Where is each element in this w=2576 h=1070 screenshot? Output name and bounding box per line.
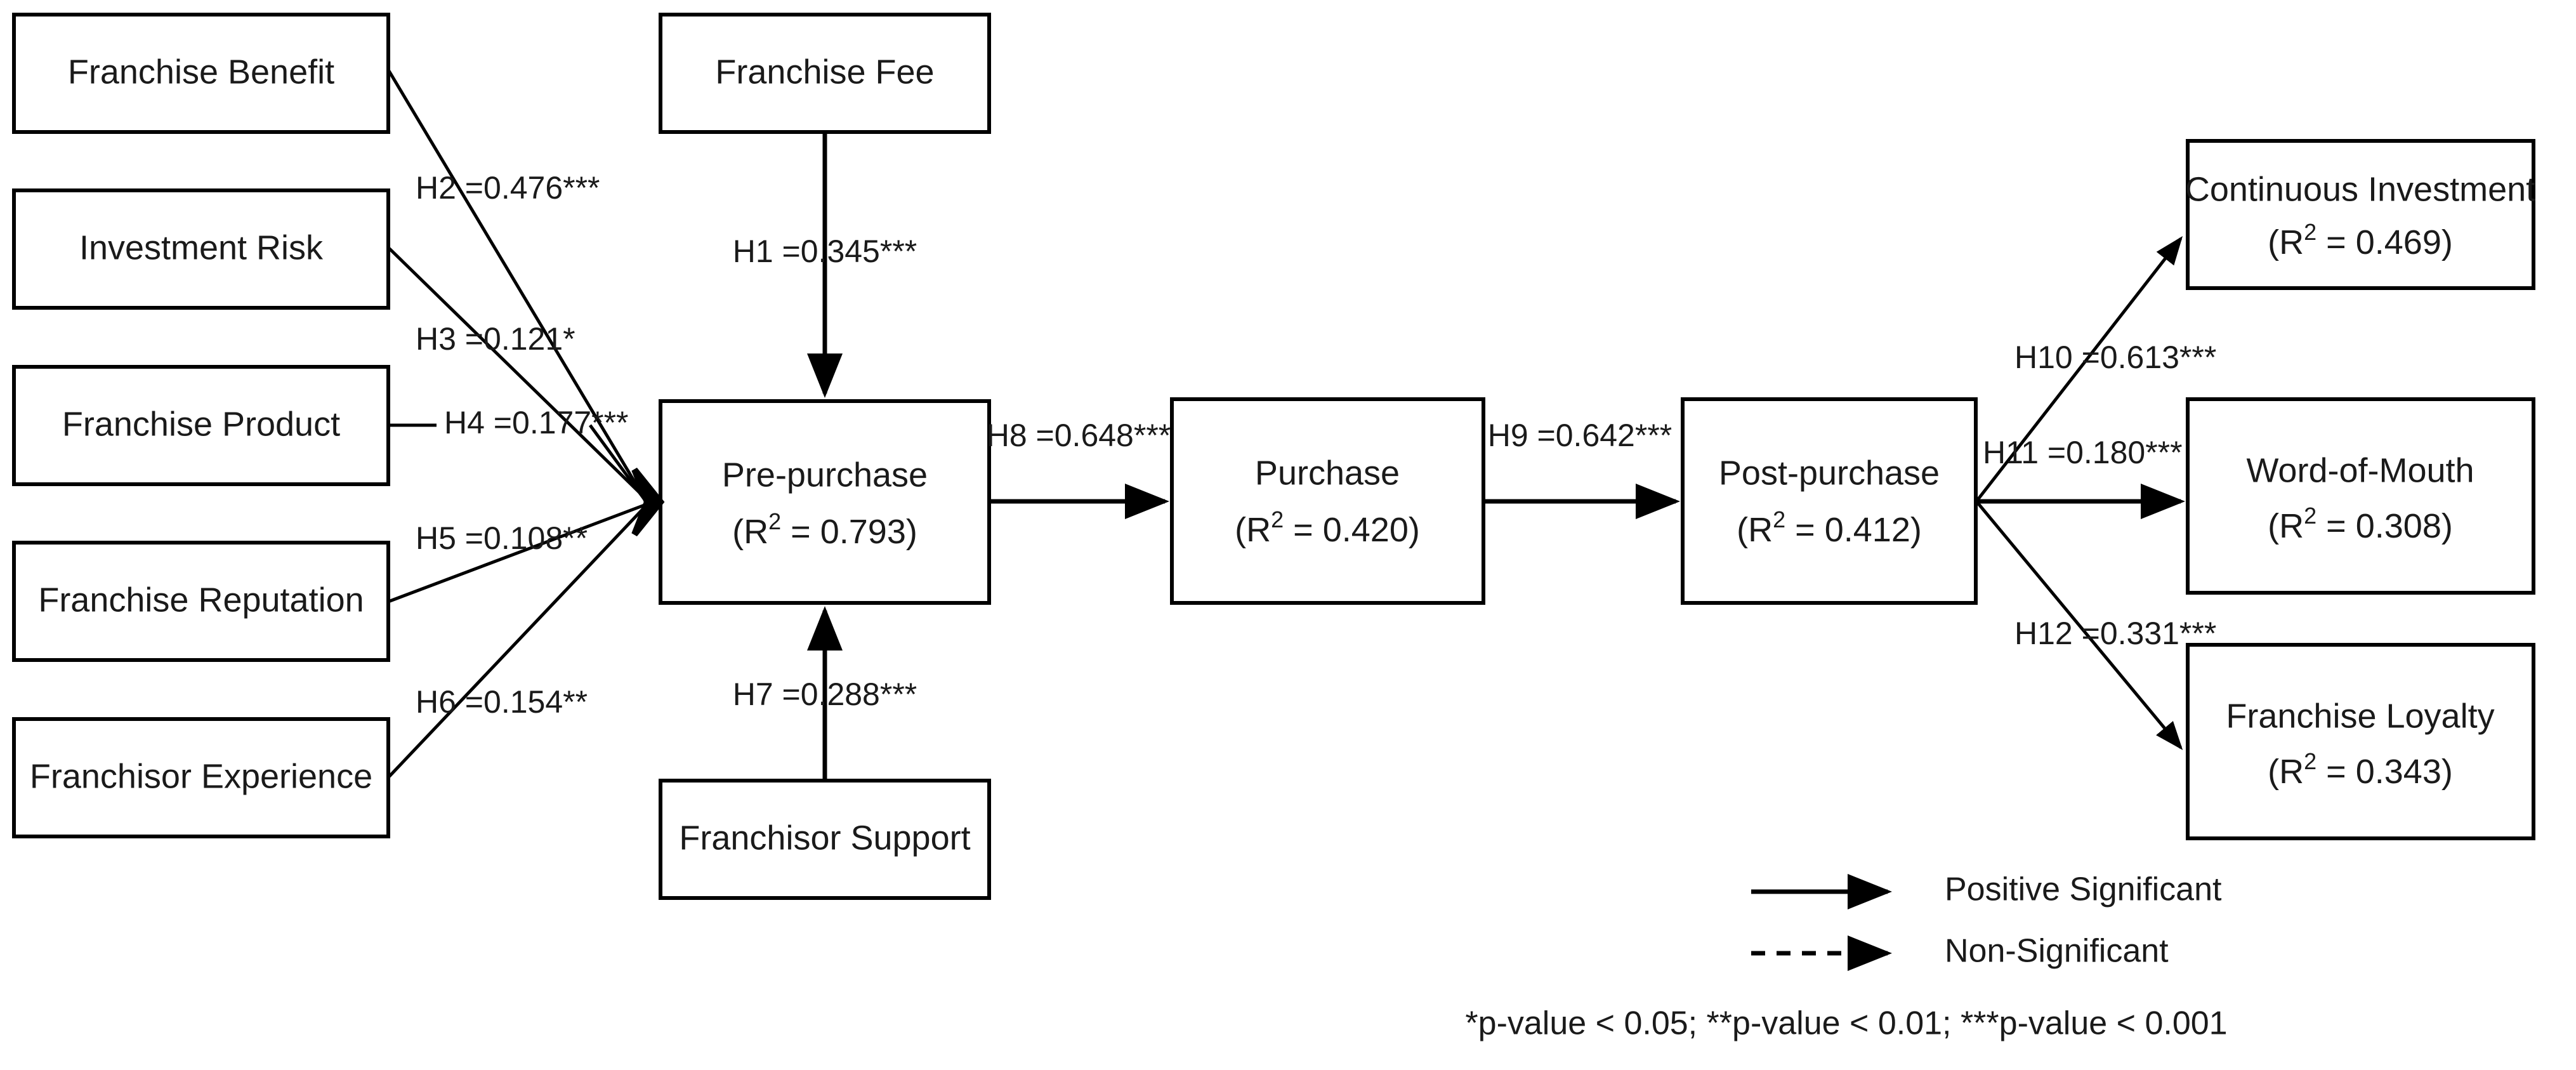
path-h4[interactable]: H4 =0.177*** (388, 405, 648, 503)
path-label-h3: H3 =0.121* (416, 321, 575, 357)
node-post-purchase[interactable]: Post-purchase (R2 = 0.412) (1681, 397, 1978, 605)
path-label-h5: H5 =0.108** (416, 520, 588, 556)
node-investment-risk[interactable]: Investment Risk (12, 188, 390, 310)
path-label-h11: H11 =0.180*** (1983, 435, 2183, 470)
path-label-h2: H2 =0.476*** (416, 170, 600, 206)
path-h3[interactable]: H3 =0.121* (387, 246, 647, 500)
node-label-investment-risk: Investment Risk (79, 228, 324, 267)
path-h7[interactable]: H7 =0.288*** (733, 606, 917, 779)
legend-label-non-significant: Non-Significant (1945, 933, 2169, 970)
node-franchise-product[interactable]: Franchise Product (12, 365, 390, 486)
path-label-h8: H8 =0.648*** (987, 418, 1171, 453)
path-h5[interactable]: H5 =0.108** (388, 503, 647, 604)
path-h10[interactable]: H10 =0.613*** (1975, 236, 2216, 503)
node-label-franchisor-support: Franchisor Support (679, 819, 970, 857)
path-label-h7: H7 =0.288*** (733, 677, 917, 712)
node-box-rect (12, 717, 390, 838)
path-h2-line (386, 69, 648, 502)
node-r2-pre-purchase: (R2 = 0.793) (732, 508, 917, 552)
path-label-h1: H1 =0.345*** (733, 234, 917, 269)
node-franchise-benefit[interactable]: Franchise Benefit (12, 13, 390, 134)
path-label-h10: H10 =0.613*** (2014, 340, 2216, 375)
path-h6[interactable]: H6 =0.154** (387, 505, 647, 779)
node-franchise-fee[interactable]: Franchise Fee (659, 13, 991, 134)
node-box-rect (2186, 643, 2535, 840)
path-h10-arrow (1975, 236, 2183, 503)
node-box-rect (1170, 397, 1485, 605)
path-h8[interactable]: H8 =0.648*** (987, 418, 1171, 519)
convergence-wedge (631, 467, 665, 537)
node-pre-purchase[interactable]: Pre-purchase (R2 = 0.793) (659, 399, 991, 605)
path-h4-line (588, 424, 648, 503)
node-purchase[interactable]: Purchase (R2 = 0.420) (1170, 397, 1485, 605)
path-h9[interactable]: H9 =0.642*** (1484, 418, 1680, 519)
node-label-post-purchase: Post-purchase (1719, 454, 1940, 492)
path-label-h4: H4 =0.177*** (444, 405, 629, 440)
path-h12-arrow (1975, 500, 2183, 750)
legend: Positive Significant Non-Significant (1751, 871, 2222, 971)
path-h6-line (387, 505, 647, 779)
node-label-word-of-mouth: Word-of-Mouth (2246, 451, 2474, 489)
legend-label-positive-significant: Positive Significant (1945, 871, 2222, 908)
footnote: *p-value < 0.05; **p-value < 0.01; ***p-… (1465, 1005, 2227, 1042)
node-box-rect (659, 779, 991, 900)
path-label-h12: H12 =0.331*** (2014, 616, 2216, 651)
path-h3-line (387, 246, 647, 500)
node-label-franchise-fee: Franchise Fee (715, 53, 934, 91)
node-franchisor-experience[interactable]: Franchisor Experience (12, 717, 390, 838)
path-h11[interactable]: H11 =0.180*** (1976, 435, 2185, 519)
node-r2-franchise-loyalty: (R2 = 0.343) (2268, 748, 2453, 791)
node-label-franchisor-experience: Franchisor Experience (30, 757, 372, 795)
node-continuous-investment[interactable]: Continuous Investment (R2 = 0.469) (2185, 139, 2535, 290)
node-box-rect (2186, 139, 2535, 290)
node-box-rect (2186, 397, 2535, 595)
node-franchise-reputation[interactable]: Franchise Reputation (12, 541, 390, 662)
node-label-franchise-loyalty: Franchise Loyalty (2226, 697, 2494, 735)
node-label-franchise-reputation: Franchise Reputation (38, 581, 364, 619)
node-label-franchise-product: Franchise Product (62, 405, 340, 443)
convergence-marker-pre-purchase (631, 467, 665, 537)
path-h12[interactable]: H12 =0.331*** (1975, 500, 2216, 750)
path-h5-line (388, 503, 647, 604)
node-box-rect (12, 365, 390, 486)
node-r2-word-of-mouth: (R2 = 0.308) (2268, 503, 2453, 546)
node-box-rect (12, 13, 390, 134)
node-box-rect (1681, 397, 1978, 605)
node-label-franchise-benefit: Franchise Benefit (68, 53, 334, 91)
node-box-rect (12, 188, 390, 310)
path-label-h9: H9 =0.642*** (1488, 418, 1672, 453)
legend-item-positive-significant: Positive Significant (1751, 871, 2222, 909)
node-r2-post-purchase: (R2 = 0.412) (1737, 506, 1922, 550)
legend-item-non-significant: Non-Significant (1751, 933, 2169, 971)
node-word-of-mouth[interactable]: Word-of-Mouth (R2 = 0.308) (2186, 397, 2535, 595)
footnote-text: *p-value < 0.05; **p-value < 0.01; ***p-… (1465, 1005, 2227, 1042)
node-franchisor-support[interactable]: Franchisor Support (659, 779, 991, 900)
node-label-purchase: Purchase (1255, 454, 1400, 492)
path-h2[interactable]: H2 =0.476*** (386, 69, 648, 502)
node-label-pre-purchase: Pre-purchase (722, 456, 928, 494)
node-franchise-loyalty[interactable]: Franchise Loyalty (R2 = 0.343) (2186, 643, 2535, 840)
path-h1[interactable]: H1 =0.345*** (733, 132, 917, 398)
node-r2-continuous-investment: (R2 = 0.469) (2268, 219, 2453, 262)
node-box-rect (659, 13, 991, 134)
node-box-rect (659, 399, 991, 605)
node-r2-purchase: (R2 = 0.420) (1235, 506, 1420, 550)
path-label-h6: H6 =0.154** (416, 684, 588, 720)
node-label-continuous-investment: Continuous Investment (2185, 170, 2535, 208)
